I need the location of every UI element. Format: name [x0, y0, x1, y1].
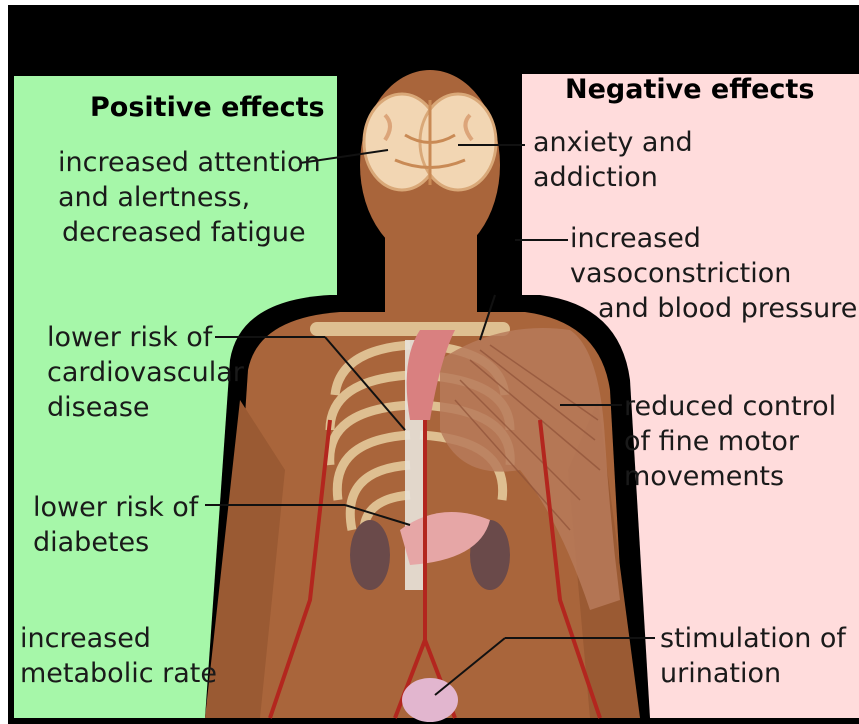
label-line: disease: [47, 390, 244, 425]
label-line: lower risk of: [33, 490, 198, 525]
positive-label-cardiovascular: lower risk of cardiovascular disease: [47, 320, 244, 425]
negative-label-vasoconstriction: increased vasoconstriction and blood pre…: [570, 221, 858, 326]
label-line: urination: [660, 656, 859, 691]
label-line: vasoconstriction: [570, 256, 858, 291]
label-line: diabetes: [33, 525, 198, 560]
label-line: and alertness,: [58, 180, 321, 215]
negative-label-anxiety: anxiety and addiction: [533, 125, 693, 195]
label-line: increased: [570, 221, 858, 256]
negative-label-motor: reduced control of fine motor movements: [624, 389, 836, 494]
positive-label-metabolic: increased metabolic rate: [20, 621, 217, 691]
label-line: cardiovascular: [47, 355, 244, 390]
positive-label-attention: increased attention and alertness, decre…: [58, 145, 321, 250]
brain-illustration: [364, 94, 496, 190]
bladder: [402, 678, 458, 722]
label-line: movements: [624, 459, 836, 494]
label-line: and blood pressure: [570, 291, 858, 326]
label-line: of fine motor: [624, 424, 836, 459]
label-line: reduced control: [624, 389, 836, 424]
label-line: decreased fatigue: [58, 215, 321, 250]
label-line: anxiety and: [533, 125, 693, 160]
positive-label-diabetes: lower risk of diabetes: [33, 490, 198, 560]
label-line: lower risk of: [47, 320, 244, 355]
positive-heading: Positive effects: [90, 92, 325, 123]
label-line: stimulation of: [660, 621, 859, 656]
label-line: metabolic rate: [20, 656, 217, 691]
negative-heading: Negative effects: [565, 74, 814, 105]
label-line: increased attention: [58, 145, 321, 180]
label-line: addiction: [533, 160, 693, 195]
negative-label-urination: stimulation of urination: [660, 621, 859, 691]
left-kidney: [350, 520, 390, 590]
label-line: increased: [20, 621, 217, 656]
